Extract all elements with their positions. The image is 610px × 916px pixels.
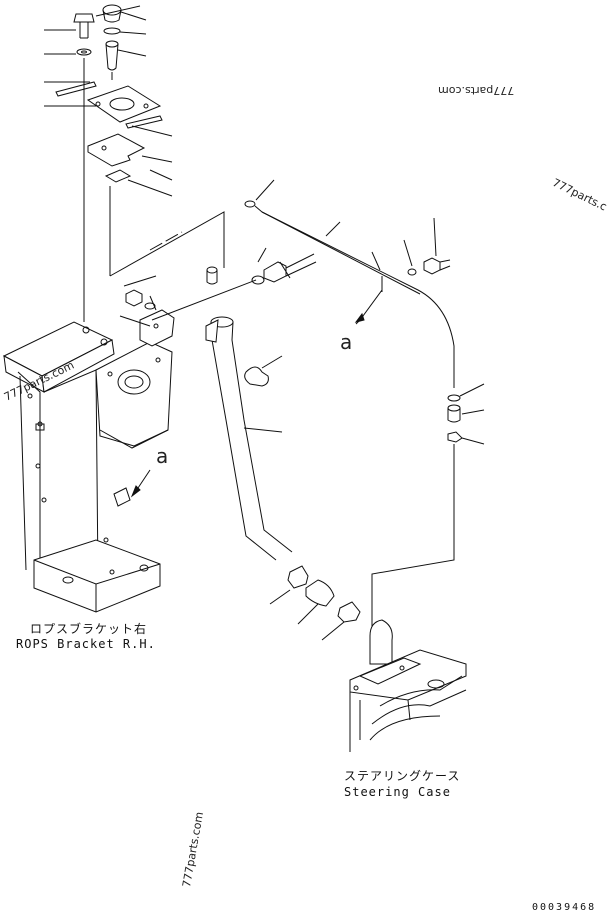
leader-line bbox=[433, 217, 437, 257]
leader-line bbox=[120, 11, 147, 21]
leader-line bbox=[269, 589, 291, 605]
leader-line bbox=[325, 221, 341, 237]
assembly-line bbox=[151, 279, 257, 321]
leader-line bbox=[279, 261, 291, 279]
rops-bracket-label-jp: ロプスブラケット右 bbox=[30, 622, 148, 636]
o-ring bbox=[103, 27, 121, 35]
washer-top-left-inner bbox=[81, 50, 87, 54]
bolt-right bbox=[423, 257, 451, 275]
assembly-outline bbox=[149, 231, 183, 251]
nut bbox=[125, 289, 143, 307]
leader-line bbox=[459, 383, 485, 397]
assembly-line bbox=[371, 444, 455, 640]
rops-bracket-label-en: ROPS Bracket R.H. bbox=[16, 637, 156, 651]
leader-line bbox=[131, 125, 173, 137]
leader-line bbox=[119, 315, 151, 327]
leader-line bbox=[149, 295, 157, 311]
washer bbox=[251, 275, 265, 285]
shim-strip bbox=[55, 81, 97, 97]
washer bbox=[407, 268, 417, 276]
leader-line bbox=[403, 239, 413, 267]
spacer-plate bbox=[87, 133, 146, 167]
collar bbox=[206, 266, 218, 285]
leader-line bbox=[123, 275, 157, 287]
u-clamp bbox=[244, 366, 269, 387]
washer bbox=[144, 302, 156, 310]
leader-line bbox=[149, 169, 173, 181]
watermark: 777parts.com bbox=[438, 84, 515, 97]
steering-case-label-en: Steering Case bbox=[344, 785, 451, 799]
leader-line bbox=[257, 247, 267, 263]
leader-line bbox=[261, 355, 283, 369]
washer-top-left bbox=[76, 48, 92, 56]
leader-line bbox=[461, 437, 485, 445]
steering-case bbox=[349, 619, 467, 752]
shim-strip bbox=[125, 115, 163, 129]
drawing-number: 00039468 bbox=[532, 902, 597, 913]
hose-clamp bbox=[287, 565, 309, 589]
leader-line bbox=[117, 49, 147, 57]
leader-line bbox=[321, 621, 345, 641]
hose-clamp bbox=[337, 601, 361, 623]
hose bbox=[305, 579, 335, 607]
steering-case-label-jp: ステアリングケース bbox=[344, 769, 461, 783]
callout-arrowhead bbox=[354, 312, 365, 323]
assembly-outline bbox=[109, 211, 225, 277]
rops-bracket-rh bbox=[2, 321, 173, 613]
clip-bracket bbox=[139, 309, 175, 347]
leader-line bbox=[127, 179, 173, 197]
cushion-pad bbox=[104, 169, 132, 183]
leader-line bbox=[255, 179, 275, 201]
leader-line bbox=[297, 603, 319, 625]
leader-line bbox=[95, 5, 141, 17]
leader-line bbox=[461, 409, 485, 415]
leader-line bbox=[243, 427, 283, 433]
callout-letter-a: a bbox=[156, 444, 169, 468]
leader-line bbox=[141, 155, 173, 163]
bolt-top-left bbox=[73, 13, 95, 39]
leader-line bbox=[119, 31, 147, 35]
bolt-center bbox=[263, 253, 317, 283]
callout-letter-a: a bbox=[340, 330, 353, 354]
pin bbox=[105, 40, 119, 80]
mounting-plate bbox=[86, 85, 162, 123]
dipstick-tube bbox=[205, 316, 293, 561]
callout-arrowhead bbox=[130, 485, 141, 498]
dipstick-gauge bbox=[244, 200, 455, 388]
rod-end-parts bbox=[447, 394, 463, 443]
leader-line bbox=[371, 251, 381, 271]
